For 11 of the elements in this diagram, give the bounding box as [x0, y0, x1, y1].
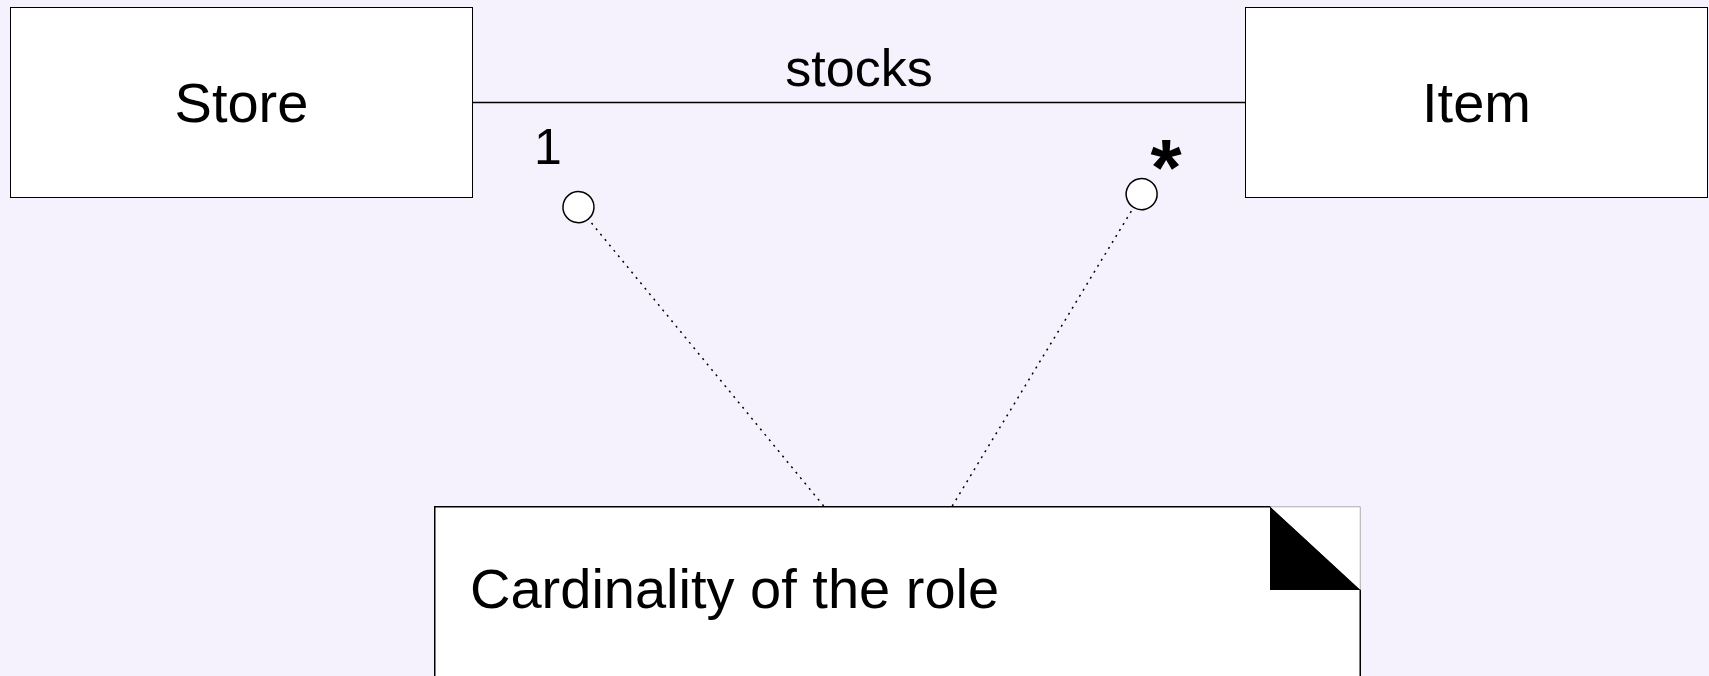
multiplicity-label: * — [1143, 128, 1189, 180]
note-box — [434, 506, 1361, 676]
leader-line — [951, 177, 1158, 507]
class-box — [1245, 7, 1708, 198]
node-label: Store — [174, 70, 309, 135]
class-box — [10, 7, 473, 198]
multiplicity-label: 1 — [528, 122, 568, 218]
leader-line — [562, 190, 825, 507]
node-label: Item — [1422, 70, 1531, 135]
association-line — [472, 101, 1246, 104]
note-text: Cardinality of the role — [470, 557, 1000, 620]
